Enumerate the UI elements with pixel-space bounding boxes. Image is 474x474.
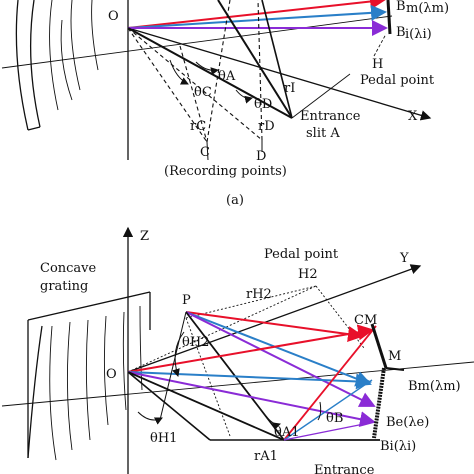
label-lambda-i: i(λi) bbox=[405, 27, 432, 42]
label-bm-bottom: Bm(λm) bbox=[408, 379, 461, 394]
label-x-axis: X bbox=[408, 109, 418, 124]
label-grating: grating bbox=[40, 279, 88, 294]
label-r-c: rC bbox=[190, 119, 206, 134]
label-bi-bottom: Bi(λi) bbox=[380, 439, 416, 454]
label-bm-top: B bbox=[396, 0, 406, 14]
label-origin-bottom: O bbox=[106, 367, 117, 382]
caption-a: (a) bbox=[226, 193, 244, 208]
label-p: P bbox=[182, 293, 191, 308]
label-pedal-point-bottom: Pedal point bbox=[264, 247, 339, 262]
label-r-i: rI bbox=[284, 81, 295, 96]
label-r-a1: rA1 bbox=[254, 449, 278, 464]
label-h2: H2 bbox=[298, 267, 318, 282]
label-be: Be(λe) bbox=[386, 415, 429, 430]
x-axis-top bbox=[127, 27, 432, 121]
label-theta-h2: θH2 bbox=[182, 335, 209, 350]
label-y-axis: Y bbox=[399, 251, 409, 266]
label-slit-a: slit A bbox=[306, 126, 340, 141]
grating-top bbox=[15, 0, 99, 131]
label-cm: CM bbox=[354, 313, 377, 328]
label-theta-a: θA bbox=[218, 69, 236, 84]
label-entrance-bottom: Entrance bbox=[314, 463, 375, 474]
label-r-d: rD bbox=[258, 119, 275, 134]
grating-bottom bbox=[27, 291, 151, 461]
label-c-top: C bbox=[200, 145, 210, 160]
label-pedal-point-top: Pedal point bbox=[360, 73, 435, 88]
label-theta-a1: θA1 bbox=[274, 425, 300, 440]
label-theta-b: θB bbox=[326, 411, 343, 426]
label-h-top: H bbox=[372, 57, 383, 72]
label-origin-top: O bbox=[108, 9, 119, 24]
label-bi-top: B bbox=[396, 25, 406, 40]
label-recording-points: (Recording points) bbox=[164, 164, 287, 179]
label-entrance-top: Entrance bbox=[300, 109, 361, 124]
y-axis-bottom bbox=[127, 264, 422, 373]
label-theta-h1: θH1 bbox=[150, 431, 177, 446]
label-m: M bbox=[388, 349, 401, 364]
label-theta-d: θD bbox=[254, 97, 272, 112]
label-theta-c: θC bbox=[194, 85, 212, 100]
label-concave: Concave bbox=[40, 261, 97, 276]
panel-a: O B m(λm) B i(λi) H Pedal point X Entran… bbox=[1, 0, 449, 179]
panel-b: Z Y Concave grating Pedal point H2 rH2 P… bbox=[1, 226, 474, 474]
label-lambda-m: m(λm) bbox=[406, 1, 449, 16]
label-r-h2: rH2 bbox=[246, 287, 272, 302]
label-z-axis: Z bbox=[140, 229, 149, 244]
label-d-top: D bbox=[256, 149, 266, 164]
